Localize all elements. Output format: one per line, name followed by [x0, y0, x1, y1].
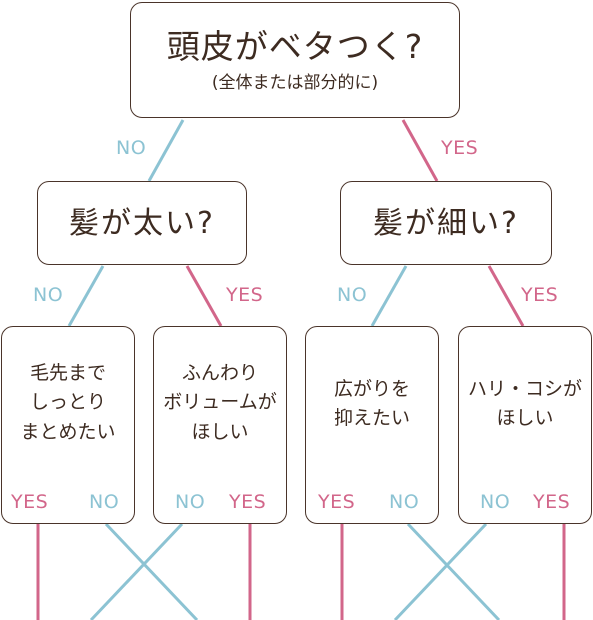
leaf-text: ハリ・コシが ほしい: [467, 378, 582, 430]
edge-right-no: [370, 265, 408, 327]
left-no-label: NO: [33, 284, 64, 306]
left-yes-label: YES: [226, 284, 264, 306]
root-question-subtitle: (全体または部分的に): [211, 73, 379, 94]
edge-left-no: [67, 265, 105, 327]
leaf-reduce-frizz: 広がりを 抑えたい: [305, 326, 439, 524]
leaf-text: ふんわり ボリュームが ほしい: [163, 362, 277, 443]
leaf4-no-label: NO: [480, 491, 511, 513]
edge-root-no: [147, 119, 185, 182]
edge-leaf3-no-cross: [406, 522, 501, 620]
right-yes-label: YES: [521, 284, 559, 306]
leaf3-yes-label: YES: [318, 491, 356, 513]
leaf3-no-label: NO: [389, 491, 420, 513]
root-question-title: 頭皮がベタつく?: [166, 26, 424, 66]
edge-root-yes: [401, 119, 439, 182]
leaf-moist-ends: 毛先まで しっとり まとめたい: [1, 326, 135, 524]
leaf-body-firmness: ハリ・コシが ほしい: [458, 326, 592, 524]
edge-left-yes: [185, 265, 223, 327]
root-yes-label: YES: [441, 137, 479, 159]
leaf2-yes-label: YES: [229, 491, 267, 513]
leaf-text: 毛先まで しっとり まとめたい: [20, 362, 116, 443]
left-question-title: 髪が太い?: [69, 205, 215, 241]
edge-right-yes: [487, 265, 525, 327]
root-question: 頭皮がベタつく? (全体または部分的に): [130, 2, 460, 118]
right-no-label: NO: [337, 284, 368, 306]
leaf1-no-label: NO: [89, 491, 120, 513]
leaf1-yes-label: YES: [11, 491, 49, 513]
edge-leaf1-no-cross: [104, 522, 199, 620]
leaf4-yes-label: YES: [533, 491, 571, 513]
right-question: 髪が細い?: [340, 181, 552, 265]
leaf-volume: ふんわり ボリュームが ほしい: [153, 326, 287, 524]
right-question-title: 髪が細い?: [373, 205, 519, 241]
left-question: 髪が太い?: [37, 181, 247, 265]
edge-leaf4-no-cross: [393, 522, 488, 620]
leaf2-no-label: NO: [175, 491, 206, 513]
leaf-text: 広がりを 抑えたい: [333, 378, 410, 430]
edge-leaf2-no-cross: [89, 522, 184, 620]
root-no-label: NO: [116, 137, 147, 159]
